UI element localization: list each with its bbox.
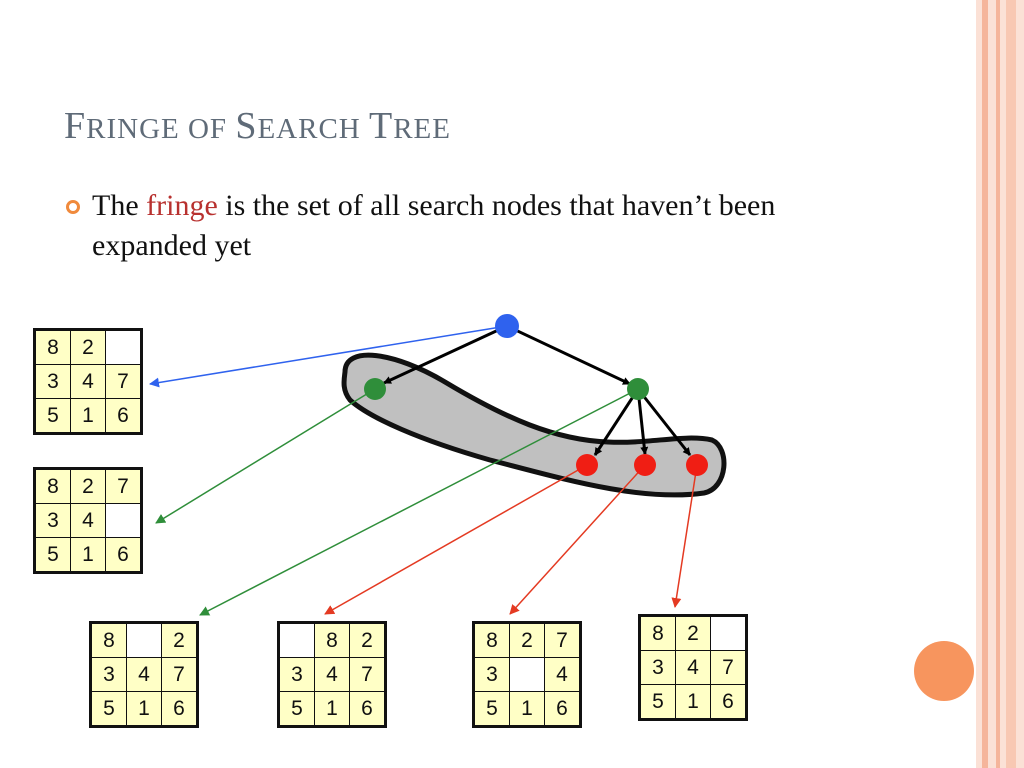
- tile: 4: [314, 657, 350, 692]
- node-child3: [686, 454, 708, 476]
- tile: 7: [105, 468, 142, 504]
- pointer-child2: [509, 464, 646, 615]
- decorative-circle: [914, 641, 974, 701]
- tile: 5: [278, 691, 315, 727]
- pointer-child3: [671, 464, 698, 608]
- tile: 8: [34, 468, 71, 504]
- node-child1: [576, 454, 598, 476]
- node-child2: [634, 454, 656, 476]
- tile: 2: [349, 622, 386, 658]
- blank-tile: [509, 657, 545, 692]
- tile: 1: [126, 691, 162, 727]
- highlighted-term: fringe: [146, 189, 218, 222]
- tile: 1: [70, 398, 106, 434]
- tile: 5: [473, 691, 510, 727]
- tile: 7: [710, 650, 747, 685]
- tile: 3: [34, 503, 71, 538]
- tile: 2: [509, 622, 545, 658]
- edge-root-right: [506, 324, 631, 386]
- tile: 8: [639, 615, 676, 651]
- tile: 1: [509, 691, 545, 727]
- tile: 3: [639, 650, 676, 685]
- tile: 3: [473, 657, 510, 692]
- tile: 7: [161, 657, 198, 692]
- slide-border-stripes: [976, 0, 1024, 768]
- node-root: [495, 314, 519, 338]
- tile: 6: [349, 691, 386, 727]
- blank-tile: [278, 622, 315, 658]
- tile: 5: [34, 398, 71, 434]
- tile: 6: [161, 691, 198, 727]
- tile: 1: [70, 537, 106, 573]
- pointer-right: [199, 388, 639, 616]
- tile: 3: [34, 364, 71, 399]
- tile: 4: [544, 657, 581, 692]
- pointer-child1: [324, 464, 588, 615]
- slide-title: FRINGE OF SEARCH TREE: [64, 105, 451, 147]
- tile: 2: [70, 329, 106, 365]
- edge-right-child3: [636, 388, 692, 456]
- tile: 4: [126, 657, 162, 692]
- tile: 4: [70, 503, 106, 538]
- tile: 7: [105, 364, 142, 399]
- pointer-root: [149, 325, 508, 388]
- tile: 2: [70, 468, 106, 504]
- tile: 6: [105, 537, 142, 573]
- tile: 7: [544, 622, 581, 658]
- tile: 1: [675, 684, 711, 720]
- tile: 8: [90, 622, 127, 658]
- tile: 1: [314, 691, 350, 727]
- blank-tile: [710, 615, 747, 651]
- fringe-region: [341, 352, 727, 498]
- tile: 6: [544, 691, 581, 727]
- tile: 2: [675, 615, 711, 651]
- tile: 8: [314, 622, 350, 658]
- tile: 4: [70, 364, 106, 399]
- node-right: [627, 378, 649, 400]
- node-left: [364, 378, 386, 400]
- tile: 5: [639, 684, 676, 720]
- tile: 3: [278, 657, 315, 692]
- bullet-item: The fringe is the set of all search node…: [64, 186, 824, 266]
- tile: 2: [161, 622, 198, 658]
- tile: 4: [675, 650, 711, 685]
- edge-root-left: [383, 324, 508, 385]
- tile: 5: [90, 691, 127, 727]
- tile: 5: [34, 537, 71, 573]
- edge-right-child1: [593, 388, 640, 456]
- bullet-text: The fringe is the set of all search node…: [92, 189, 776, 262]
- tile: 3: [90, 657, 127, 692]
- tile: 8: [473, 622, 510, 658]
- pointer-left: [155, 388, 376, 524]
- blank-tile: [105, 503, 142, 538]
- ring-bullet-icon: [66, 200, 80, 214]
- blank-tile: [126, 622, 162, 658]
- tile: 6: [710, 684, 747, 720]
- tile: 6: [105, 398, 142, 434]
- tile: 7: [349, 657, 386, 692]
- blank-tile: [105, 329, 142, 365]
- tile: 8: [34, 329, 71, 365]
